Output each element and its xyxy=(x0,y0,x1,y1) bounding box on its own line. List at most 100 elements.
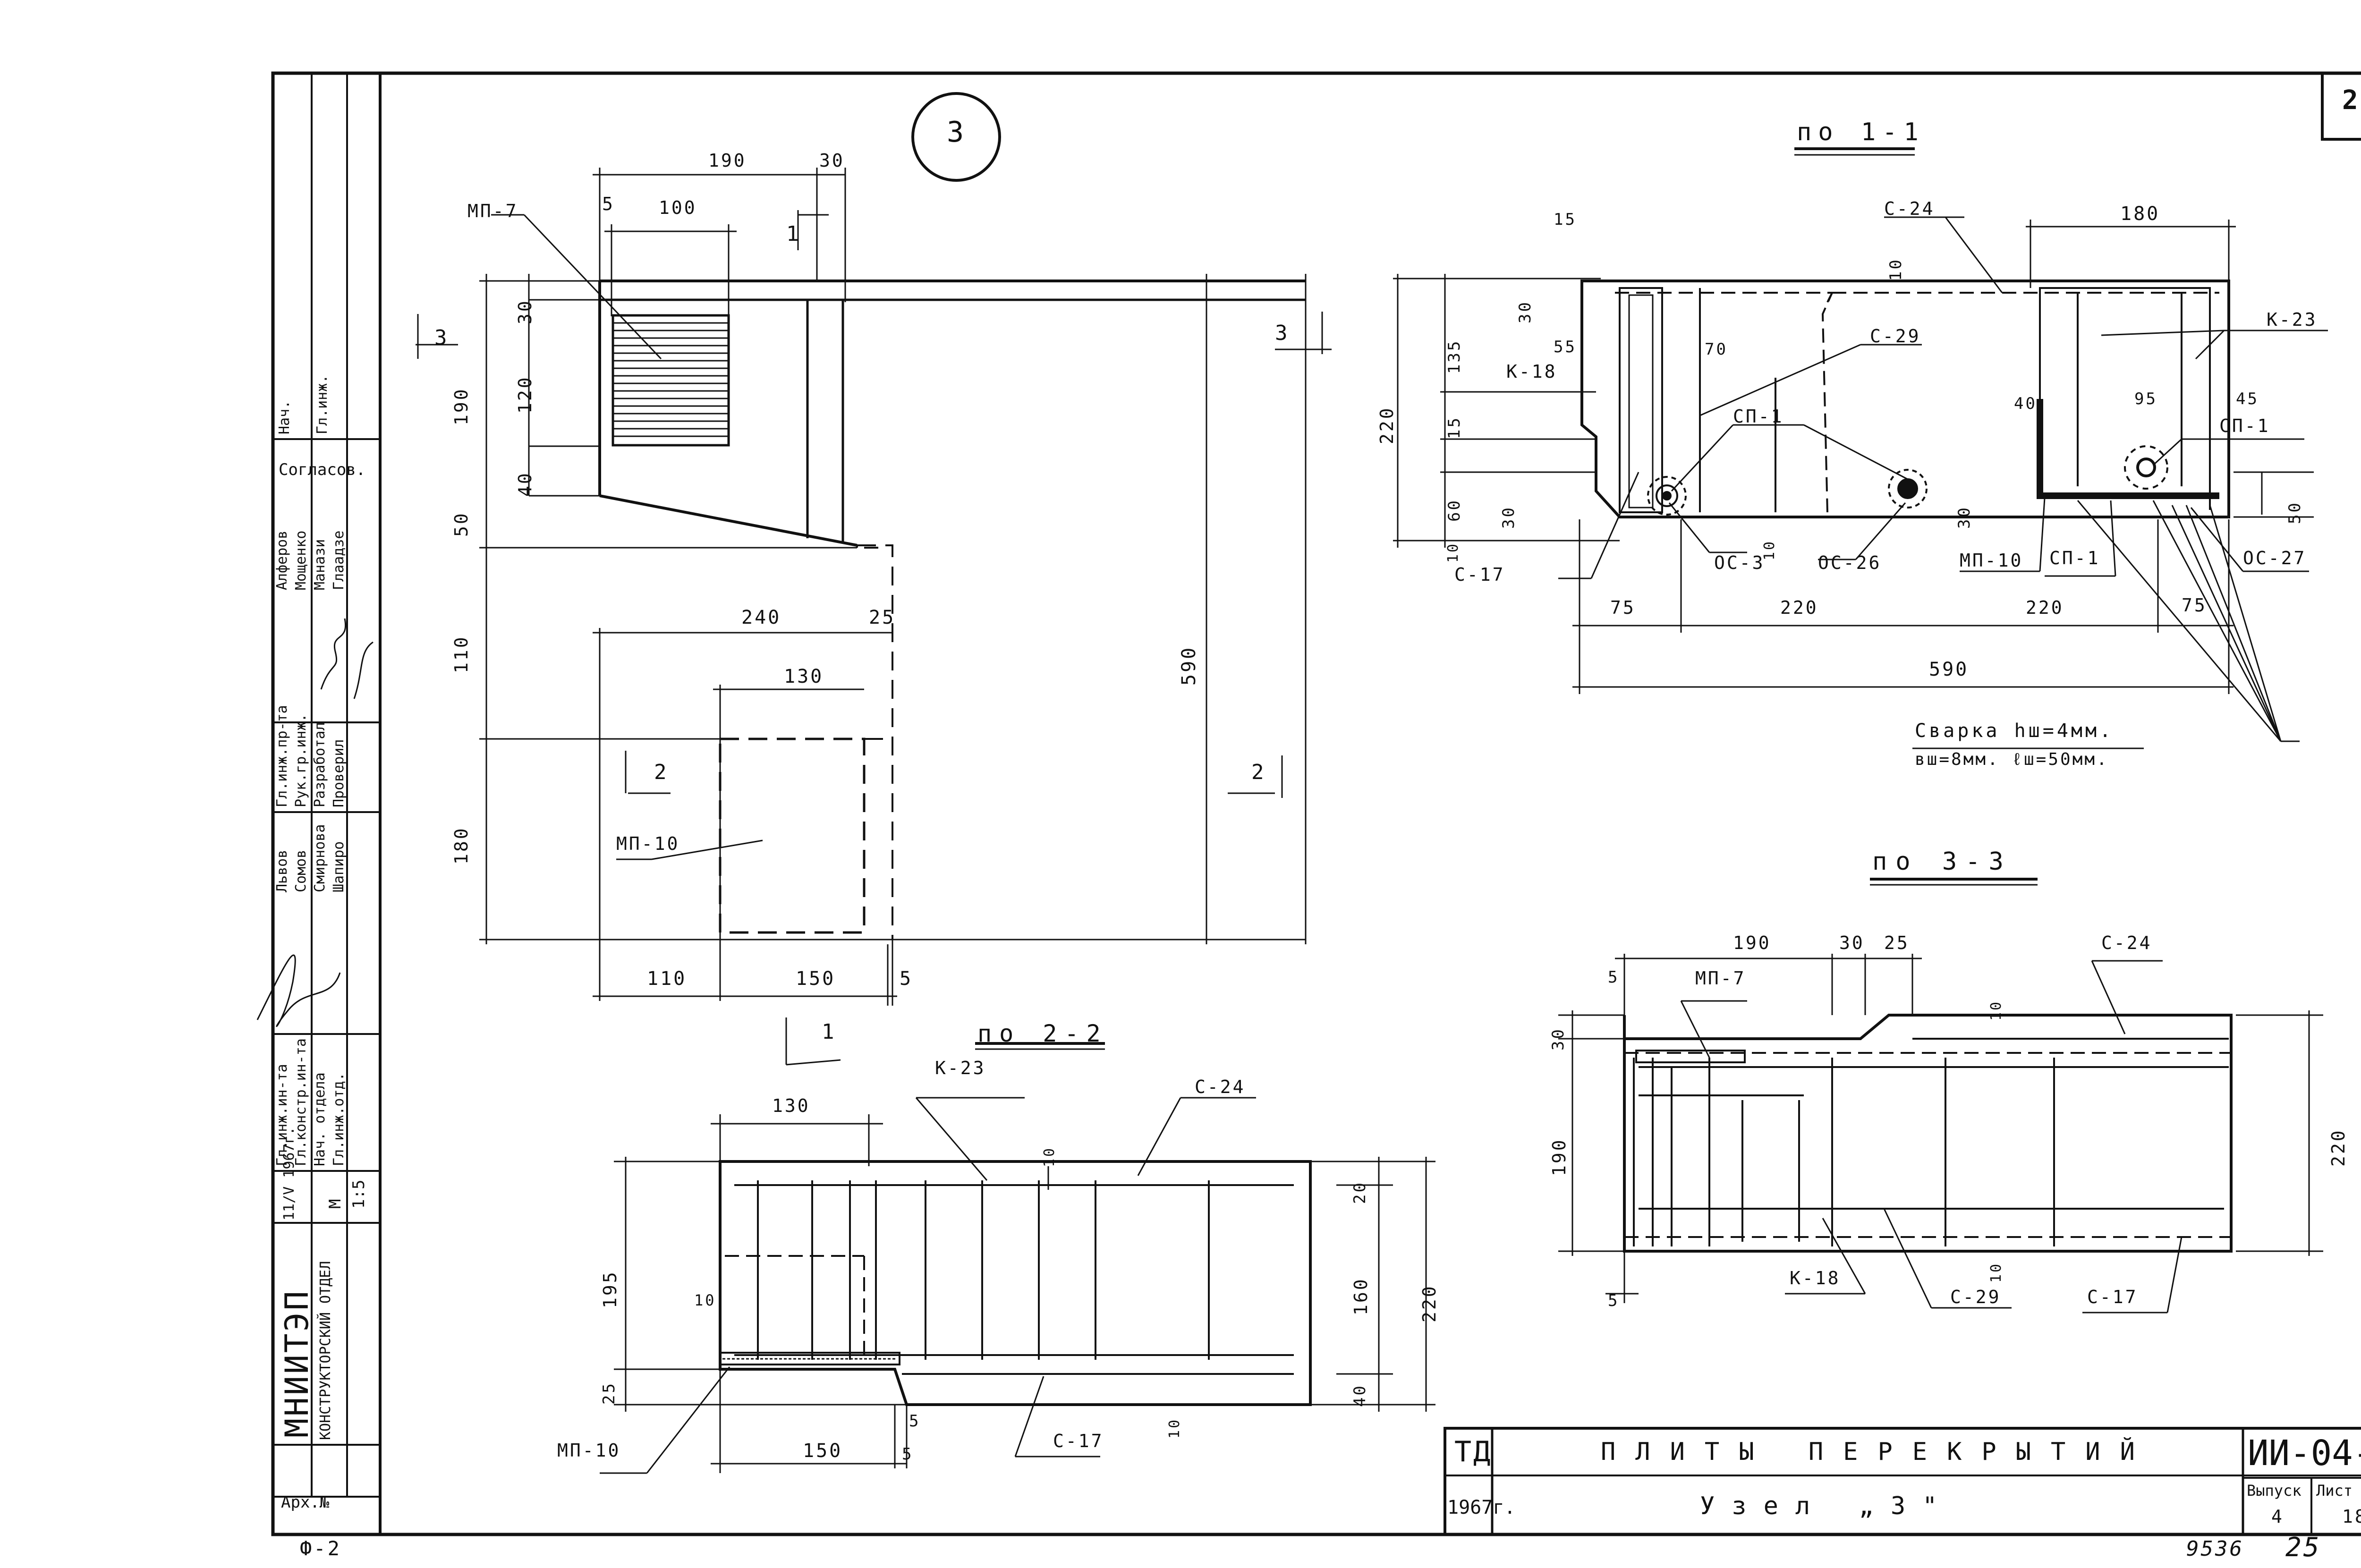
stamp-role-b-1: Гл.инж.пр-та xyxy=(274,705,290,807)
stamp-nach: Нач. xyxy=(276,400,293,434)
s33-dim-10: 10 xyxy=(1988,1000,2004,1021)
stamp-role-a-4: Гл.инж.отд. xyxy=(331,1072,347,1166)
s11-sp1-a: СП-1 xyxy=(1733,406,1784,427)
stamp-role-a-3: Нач. отдела xyxy=(312,1072,328,1166)
cut-3-right: 3 xyxy=(1275,321,1290,345)
s33-dim-190: 190 xyxy=(1733,932,1771,953)
s33-dim-5b: 5 xyxy=(1608,1291,1620,1310)
s11-oc26: ОС-26 xyxy=(1818,552,1882,573)
s11-dim-50: 50 xyxy=(2285,500,2304,524)
s22-k23: К-23 xyxy=(935,1058,986,1078)
dim-main-590: 590 xyxy=(1178,645,1200,686)
s11-sp1-b: СП-1 xyxy=(2219,415,2270,436)
stamp-role-a-2: Гл.констр.ин-та xyxy=(293,1038,309,1166)
dim-main-30v: 30 xyxy=(515,299,535,324)
s11-c24: С-24 xyxy=(1884,198,1935,219)
s11-dim-30c: 30 xyxy=(1955,505,1974,529)
s33-k18: К-18 xyxy=(1790,1268,1841,1288)
s22-dim-10c: 10 xyxy=(1166,1417,1183,1439)
cut-3-left: 3 xyxy=(434,326,449,350)
s11-dim-30: 30 xyxy=(1516,300,1535,323)
s22-dim-195: 195 xyxy=(600,1270,620,1308)
s33-c24: С-24 xyxy=(2101,932,2152,953)
s33-dim-5: 5 xyxy=(1608,968,1620,987)
section-3-3 xyxy=(1558,878,2323,1314)
cut-2-left: 2 xyxy=(654,760,669,784)
s33-dim-30: 30 xyxy=(1839,932,1865,953)
s11-c17: С-17 xyxy=(1454,564,1505,585)
stamp-institute: МНИИТЭП xyxy=(279,1289,316,1438)
s22-dim-10: 10 xyxy=(1041,1146,1058,1167)
stamp-name-b-1: Алферов xyxy=(274,530,290,590)
stamp-name-a-3: Смирнова xyxy=(312,824,328,893)
stamp-name-a-2: Сомов xyxy=(293,849,309,892)
s22-dim-40: 40 xyxy=(1350,1383,1369,1407)
s11-dim-75: 75 xyxy=(1610,597,1636,618)
s11-k23: К-23 xyxy=(2267,309,2318,330)
dim-main-30: 30 xyxy=(819,150,845,171)
title-org: ТД xyxy=(1454,1435,1493,1468)
s11-mp10: МП-10 xyxy=(1960,550,2023,571)
s11-dim-180: 180 xyxy=(2120,203,2160,225)
section-1-1 xyxy=(1393,147,2328,749)
s22-mp10: МП-10 xyxy=(557,1440,621,1461)
stamp-role-a-1: Гл.инж.ин-та xyxy=(274,1064,290,1166)
dim-main-110v: 110 xyxy=(451,635,472,673)
section-2-2 xyxy=(600,1042,1435,1474)
s11-oc27: ОС-27 xyxy=(2243,548,2307,568)
dim-main-5: 5 xyxy=(602,194,615,214)
s11-c29: С-29 xyxy=(1870,326,1921,347)
s11-dim-75b: 75 xyxy=(2182,595,2207,616)
s11-dim-10b: 10 xyxy=(1445,542,1461,563)
node-marker-label: 3 xyxy=(947,116,966,149)
dim-main-50: 50 xyxy=(451,511,472,537)
node-marker-circle xyxy=(911,92,1001,182)
dim-main-5b: 5 xyxy=(900,968,913,990)
sheet-no-label: Лист № xyxy=(2316,1482,2361,1500)
s11-dim-40: 40 xyxy=(2014,394,2037,413)
stamp-name-b-4: Глаадзе xyxy=(331,530,347,590)
s11-dim-220: 220 xyxy=(1376,406,1397,444)
s22-dim-160: 160 xyxy=(1350,1277,1371,1315)
s11-dim-10c: 10 xyxy=(1761,539,1778,560)
issue-number: 4 xyxy=(2271,1506,2284,1527)
section-2-2-title: по 2-2 xyxy=(977,1020,1108,1047)
s33-dim-190v: 190 xyxy=(1549,1137,1570,1176)
s11-sp1-c: СП-1 xyxy=(2049,548,2100,568)
s11-dim-15b: 15 xyxy=(1445,415,1464,439)
corner-code-right: 9536 xyxy=(2186,1537,2244,1561)
s33-c29: С-29 xyxy=(1950,1287,2001,1307)
dim-main-180v: 180 xyxy=(451,826,472,865)
s33-mp7: МП-7 xyxy=(1695,968,1746,989)
dim-main-40: 40 xyxy=(515,471,535,497)
dim-main-25: 25 xyxy=(869,607,896,628)
s11-dim-45: 45 xyxy=(2236,390,2259,408)
s22-dim-5: 5 xyxy=(909,1412,921,1431)
stamp-name-a-4: Шапиро xyxy=(331,841,347,892)
s11-dim-220c: 220 xyxy=(2026,597,2064,618)
s22-dim-130: 130 xyxy=(772,1095,810,1116)
s22-dim-5b: 5 xyxy=(902,1445,914,1464)
s33-dim-10b: 10 xyxy=(1988,1262,2004,1283)
dim-main-190v: 190 xyxy=(451,387,472,425)
s22-dim-10b: 10 xyxy=(694,1291,716,1309)
stamp-role-b-2: Рук.гр.инж. xyxy=(293,713,309,807)
stamp-dept: КОНСТРУКТОРСКИЙ ОТДЕЛ xyxy=(317,1261,334,1440)
s22-dim-220: 220 xyxy=(1419,1284,1440,1322)
s11-dim-70: 70 xyxy=(1705,340,1728,359)
s22-c17: С-17 xyxy=(1053,1431,1104,1451)
section-1-1-title: по 1-1 xyxy=(1797,118,1925,146)
stamp-agreed: Согласов. xyxy=(279,460,366,479)
s22-dim-25: 25 xyxy=(600,1381,619,1405)
label-mp10: МП-10 xyxy=(616,833,680,854)
s11-dim-135: 135 xyxy=(1445,339,1464,374)
dim-main-130: 130 xyxy=(784,666,824,687)
title-main: ПЛИТЫ ПЕРЕКРЫТИЙ xyxy=(1601,1438,2155,1466)
s33-dim-30v: 30 xyxy=(1549,1027,1568,1051)
stamp-role-b-3: Разработал xyxy=(312,722,328,807)
corner-code-right-2: 25 xyxy=(2285,1532,2321,1563)
corner-code-left: Ф-2 xyxy=(300,1537,341,1560)
signatures xyxy=(256,618,374,1027)
stamp-name-b-2: Мощенко xyxy=(293,530,309,590)
